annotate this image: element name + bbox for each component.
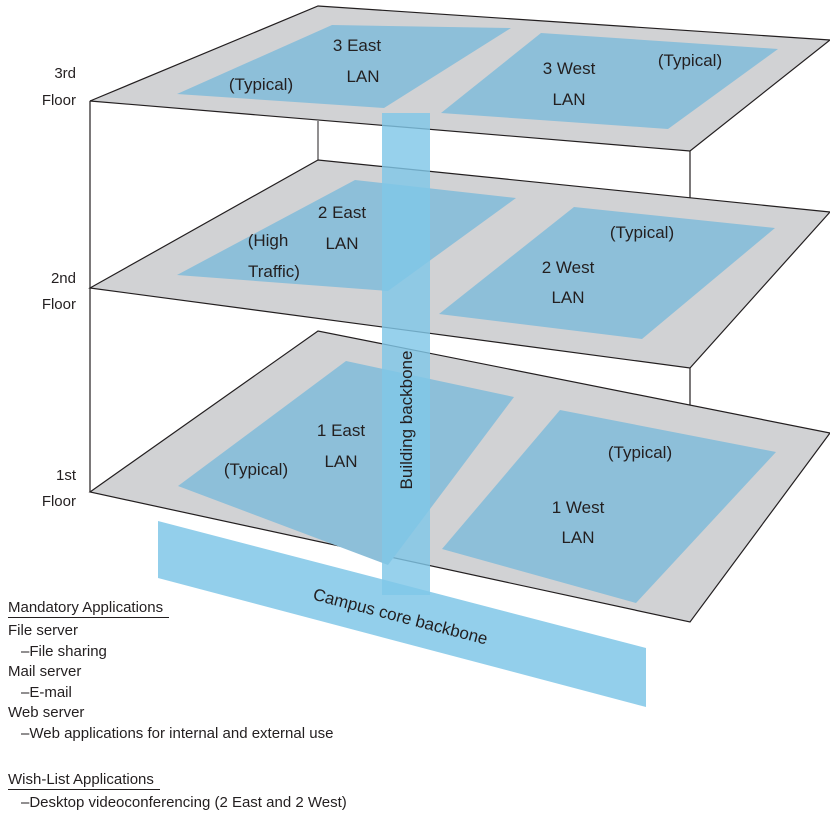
lan-2-west-area	[439, 207, 775, 339]
app-item: File server	[8, 622, 79, 639]
lan-2-west-label-line2: LAN	[551, 288, 584, 307]
app-item: Mail server	[8, 663, 82, 680]
lan-2-east-label-line2: LAN	[325, 234, 358, 253]
lan-1-west-note: (Typical)	[608, 443, 672, 462]
lan-2-east-note-line2: Traffic)	[248, 262, 300, 281]
lan-3-east-label-line1: 3 East	[333, 36, 381, 55]
app-item: Web server	[8, 704, 85, 721]
lan-3-west-label-line1: 3 West	[543, 59, 596, 78]
floor-3: 3 East LAN (Typical) 3 West LAN (Typical…	[89, 5, 830, 152]
app-item: –Web applications for internal and exter…	[21, 724, 334, 742]
mandatory-applications-list: File server –File sharing Mail server –E…	[8, 621, 333, 744]
floor-1-label-line2: Floor	[42, 493, 76, 510]
mandatory-applications-heading: Mandatory Applications	[8, 599, 170, 618]
floor-3-label-line1: 3rd	[54, 65, 76, 82]
wishlist-applications-heading: Wish-List Applications	[8, 771, 160, 790]
lan-3-west-label-line2: LAN	[552, 90, 585, 109]
campus-core-backbone	[158, 521, 646, 707]
lan-3-east-label-line2: LAN	[346, 67, 379, 86]
lan-3-east-note: (Typical)	[229, 75, 293, 94]
floor-1-label-line1: 1st	[56, 467, 77, 484]
app-item: –E-mail	[21, 683, 72, 701]
wishlist-applications-list: –Desktop videoconferencing (2 East and 2…	[8, 793, 347, 814]
floor-2-label-line2: Floor	[42, 296, 76, 313]
lan-2-east-label-line1: 2 East	[318, 203, 366, 222]
building-backbone-label: Building backbone	[397, 351, 416, 490]
floor-2: 2 East LAN (High Traffic) (Typical) 2 We…	[88, 159, 830, 369]
lan-3-east-area	[177, 25, 511, 108]
lan-1-west-area	[442, 410, 776, 603]
floor-2-label-line1: 2nd	[51, 270, 76, 287]
lan-1-west-label-line1: 1 West	[552, 498, 605, 517]
lan-2-west-label-line1: 2 West	[542, 258, 595, 277]
building-backbone	[382, 113, 430, 595]
lan-1-east-label-line1: 1 East	[317, 421, 365, 440]
floor-3-label-line2: Floor	[42, 92, 76, 109]
app-item: –Desktop videoconferencing (2 East and 2…	[21, 794, 347, 811]
lan-2-west-note: (Typical)	[610, 223, 674, 242]
app-item: –File sharing	[21, 642, 107, 660]
wishlist-applications: Wish-List Applications –Desktop videocon…	[8, 770, 347, 814]
lan-2-east-note-line1: (High	[248, 231, 289, 250]
lan-2-east-area	[177, 180, 516, 291]
lan-1-east-note: (Typical)	[224, 460, 288, 479]
lan-3-west-area	[441, 33, 778, 129]
lan-1-west-label-line2: LAN	[561, 528, 594, 547]
lan-1-east-label-line2: LAN	[324, 452, 357, 471]
mandatory-applications: Mandatory Applications File server –File…	[8, 598, 333, 744]
lan-3-west-note: (Typical)	[658, 51, 722, 70]
